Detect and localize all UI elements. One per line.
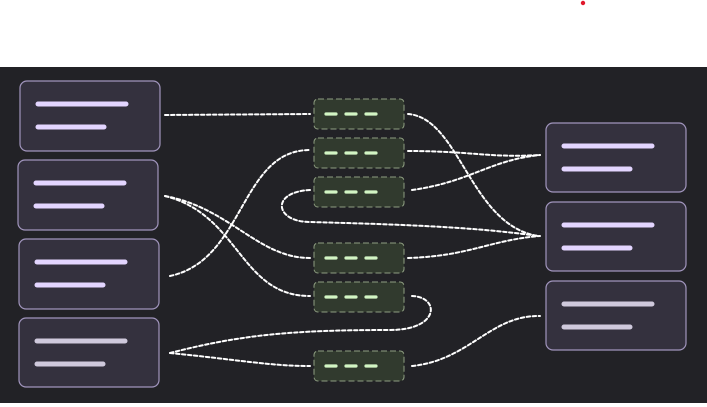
middle-node-m2[interactable]	[313, 137, 405, 169]
connector-m4-r2	[407, 235, 541, 259]
node-pill	[313, 350, 405, 382]
left-node-l2[interactable]	[17, 159, 159, 231]
node-card	[19, 80, 161, 152]
connections	[164, 113, 541, 367]
node-card	[545, 201, 687, 272]
middle-node-m3[interactable]	[313, 176, 405, 208]
connector-l3-m2	[169, 149, 311, 277]
connector-m3-r1	[411, 154, 541, 191]
nodes	[17, 80, 687, 388]
connector-l4-m6	[169, 352, 311, 367]
node-pill	[313, 98, 405, 130]
left-node-l1[interactable]	[19, 80, 161, 152]
connector-l1-m1	[164, 113, 311, 116]
node-pill	[313, 242, 405, 274]
marker-dot	[580, 0, 586, 6]
node-card	[18, 317, 160, 388]
left-node-l3[interactable]	[18, 238, 160, 310]
node-pill	[313, 176, 405, 208]
right-node-r1[interactable]	[545, 122, 687, 193]
node-pill	[313, 137, 405, 169]
middle-node-m1[interactable]	[313, 98, 405, 130]
connector-l2-m4	[164, 195, 311, 259]
middle-node-m4[interactable]	[313, 242, 405, 274]
connector-m6-r3	[411, 314, 541, 367]
left-node-l4[interactable]	[18, 317, 160, 388]
connector-l4-m5	[169, 295, 432, 354]
connector-m2-r1	[407, 150, 541, 157]
connector-m1-r2	[407, 113, 539, 237]
node-card	[545, 122, 687, 193]
right-node-r2[interactable]	[545, 201, 687, 272]
connector-m3-r2	[280, 189, 539, 237]
middle-node-m5[interactable]	[313, 281, 405, 313]
node-card	[545, 280, 687, 351]
node-pill	[313, 281, 405, 313]
node-card	[18, 238, 160, 310]
node-card	[17, 159, 159, 231]
connector-l2-m5	[164, 195, 311, 297]
right-node-r3[interactable]	[545, 280, 687, 351]
middle-node-m6[interactable]	[313, 350, 405, 382]
